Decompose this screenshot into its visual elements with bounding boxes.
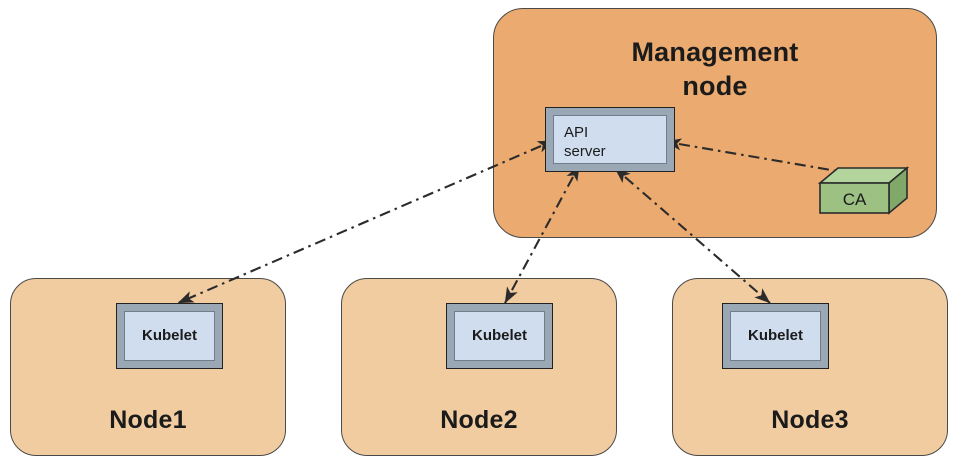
api-server-label: API server: [564, 123, 606, 161]
kubelet-label-node3: Kubelet: [747, 327, 803, 344]
management-node-label-line1: Management: [631, 37, 799, 67]
api-server-face: API server: [553, 115, 667, 164]
api-server-label-line2: server: [564, 143, 606, 160]
kubelet-box-node2: Kubelet: [446, 303, 553, 369]
kubelet-box-node3: Kubelet: [722, 303, 829, 369]
kubelet-face-node2: Kubelet: [454, 311, 545, 361]
worker-node-1-label: Node1: [109, 406, 187, 434]
kubelet-label-node2: Kubelet: [471, 327, 527, 344]
kubelet-box-node1: Kubelet: [116, 303, 223, 369]
api-server-label-line1: API: [564, 124, 589, 141]
kubelet-label-node1: Kubelet: [141, 327, 197, 344]
worker-node-3-label: Node3: [771, 406, 849, 434]
management-node-label-line2: node: [682, 71, 748, 101]
worker-node-2-label: Node2: [440, 406, 518, 434]
management-node-label: Management node: [494, 35, 936, 103]
kubelet-face-node1: Kubelet: [124, 311, 215, 361]
api-server-box: API server: [545, 107, 675, 172]
kubelet-face-node3: Kubelet: [730, 311, 821, 361]
